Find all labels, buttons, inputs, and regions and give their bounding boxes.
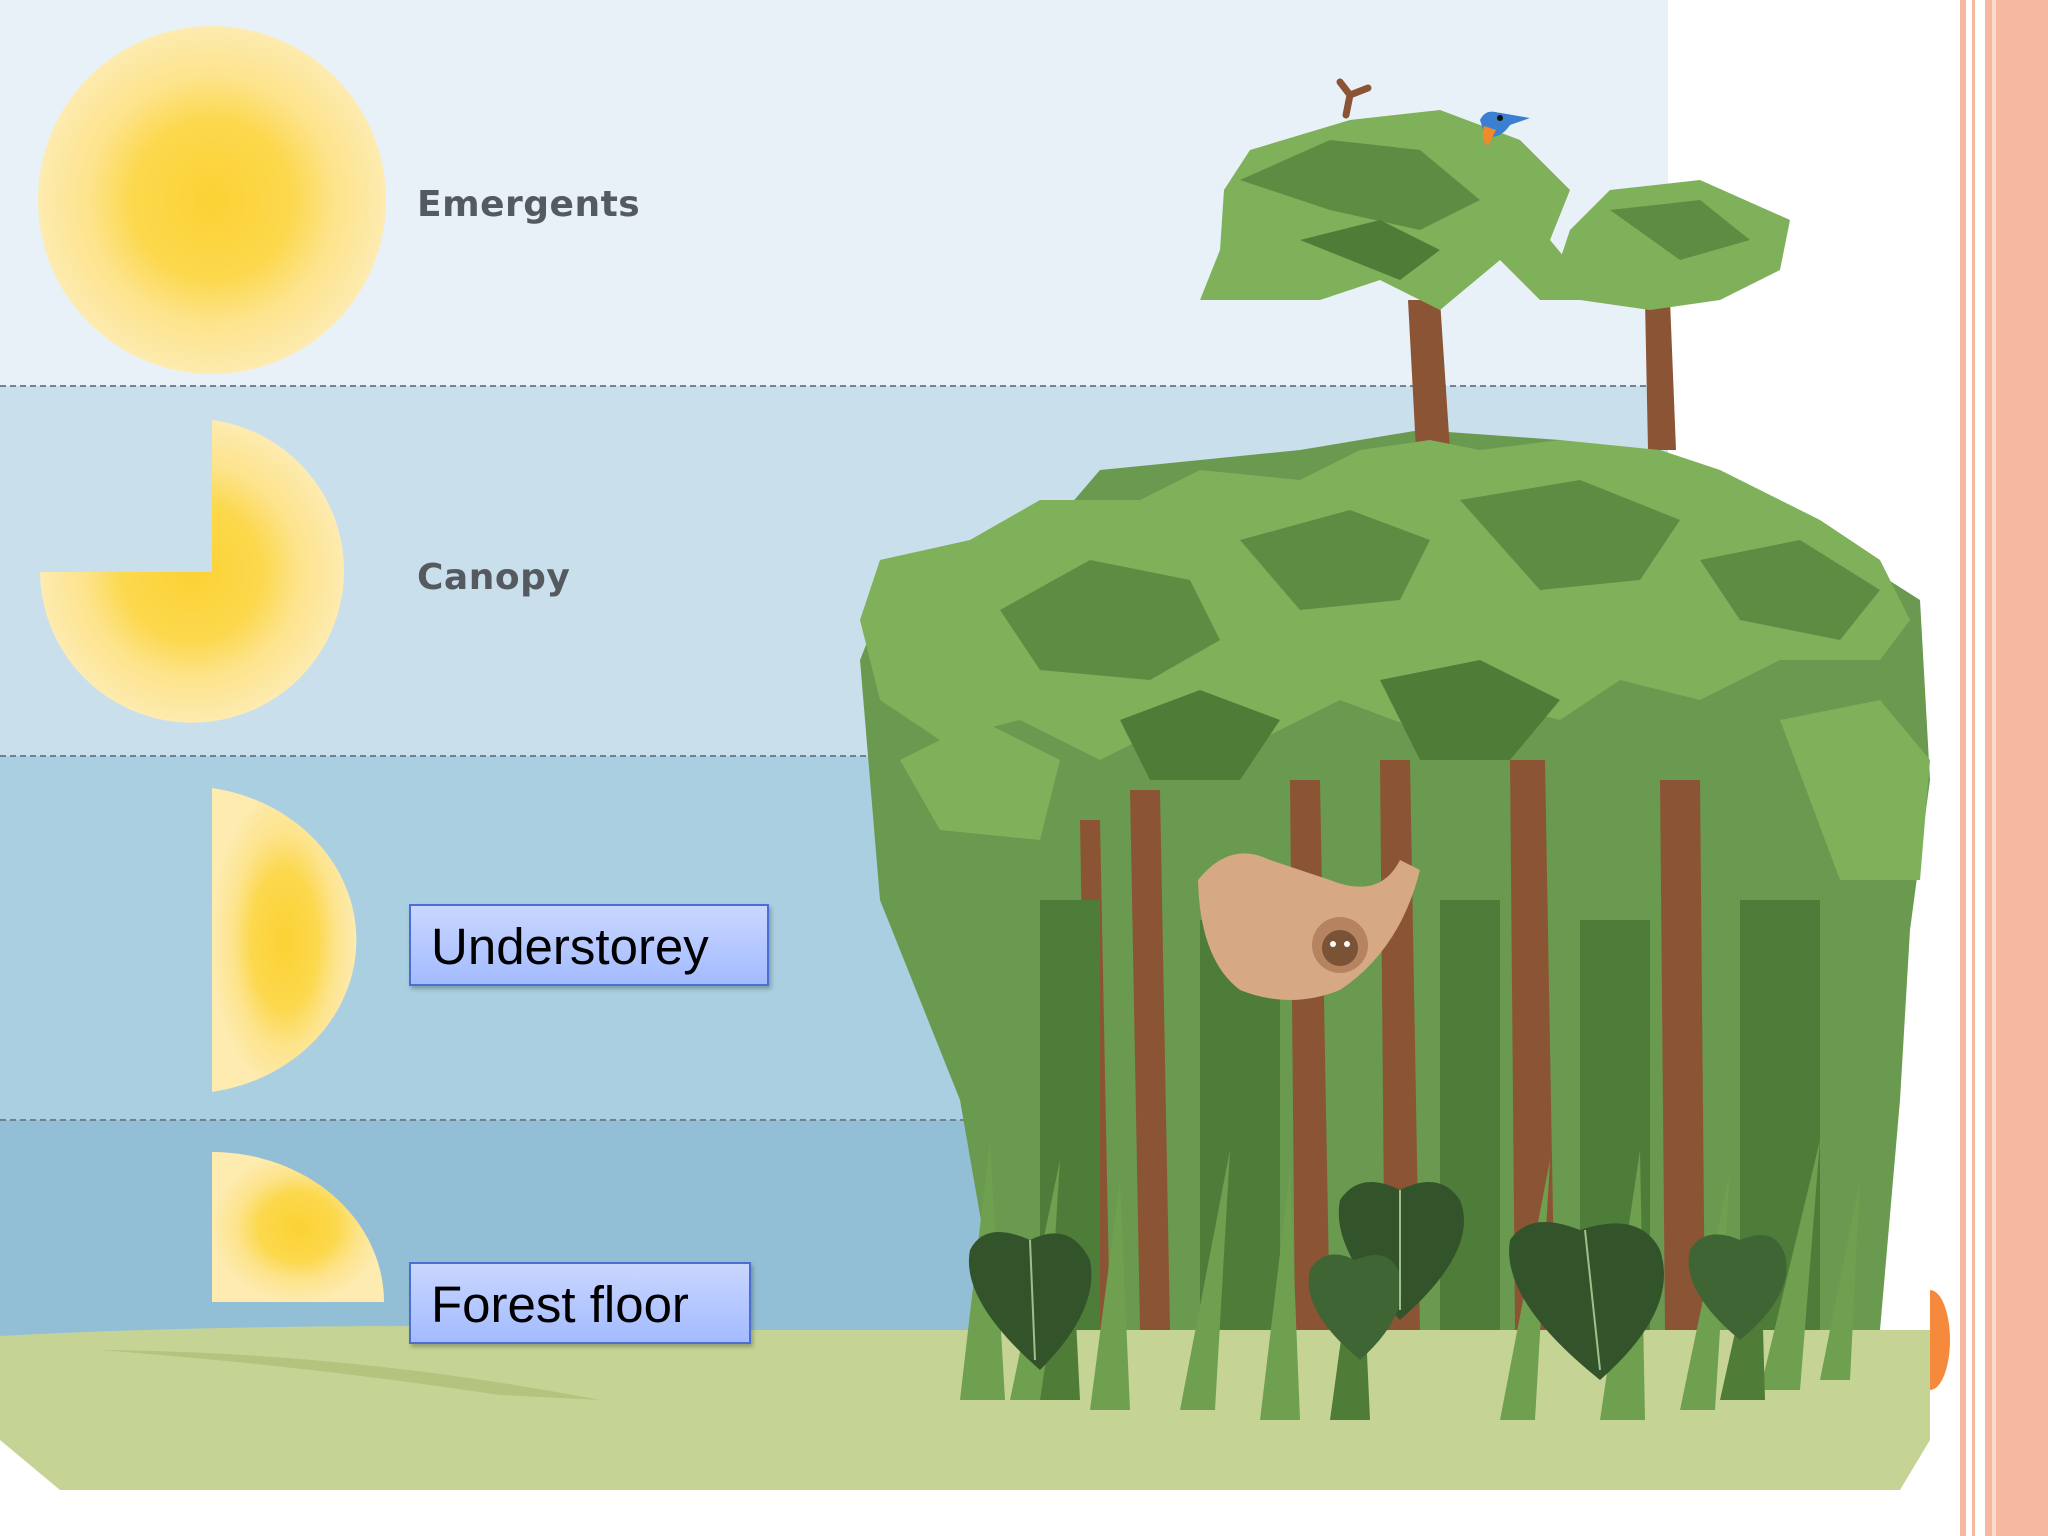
- sloth-icon: [1198, 853, 1420, 1000]
- leaf-5: [1688, 1234, 1787, 1340]
- emergent-tree-2: [1560, 180, 1790, 450]
- label-canopy: Canopy: [417, 557, 571, 598]
- branch-twig: [1336, 78, 1372, 119]
- bird-icon: [1480, 111, 1530, 146]
- heart-leaves: [968, 1182, 1787, 1380]
- sun-half-icon: [212, 788, 357, 1092]
- label-understorey: Understorey: [409, 904, 769, 986]
- label-forest-floor: Forest floor: [409, 1262, 751, 1344]
- emergent-tree-1: [1200, 110, 1600, 450]
- sun-full-icon: [38, 26, 386, 374]
- leaf-1: [968, 1232, 1092, 1370]
- leaf-3: [1509, 1222, 1664, 1380]
- ground-shadow: [100, 1350, 600, 1400]
- label-emergents: Emergents: [417, 184, 641, 225]
- canopy: [860, 440, 1930, 880]
- layer-separators: [0, 385, 1660, 1121]
- leaf-4: [1308, 1254, 1402, 1360]
- ground: [0, 1326, 1930, 1490]
- rainforest-illustration: [860, 78, 1930, 1420]
- sun-quarter-icon: [212, 1152, 384, 1302]
- side-accent: [1930, 0, 2048, 1536]
- slide-marker: [1930, 1290, 1950, 1390]
- sun-three-quarter-icon: [40, 420, 344, 723]
